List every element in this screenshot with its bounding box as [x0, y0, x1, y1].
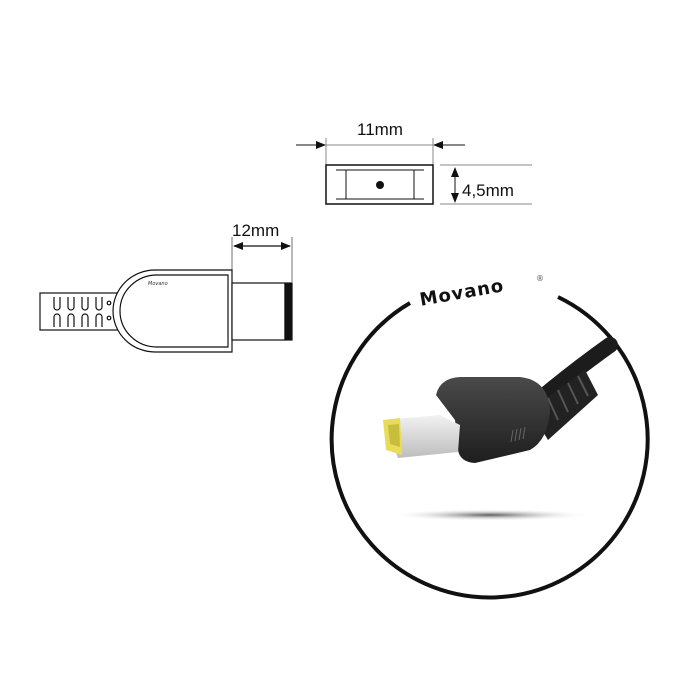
tip-length-label: 12mm	[232, 221, 279, 240]
svg-text:®: ®	[536, 274, 544, 283]
connector-photo-frame	[329, 295, 650, 600]
brand-logo: Movano ®	[418, 274, 544, 311]
plug-side-view	[39, 237, 293, 353]
tip-front-view	[296, 138, 532, 205]
tip-height-label: 4,5mm	[462, 181, 514, 200]
svg-text:Movano: Movano	[418, 275, 506, 311]
small-brand-logo: Movano	[148, 281, 168, 287]
connector-photo	[383, 337, 618, 463]
tip-width-label: 11mm	[357, 120, 403, 139]
